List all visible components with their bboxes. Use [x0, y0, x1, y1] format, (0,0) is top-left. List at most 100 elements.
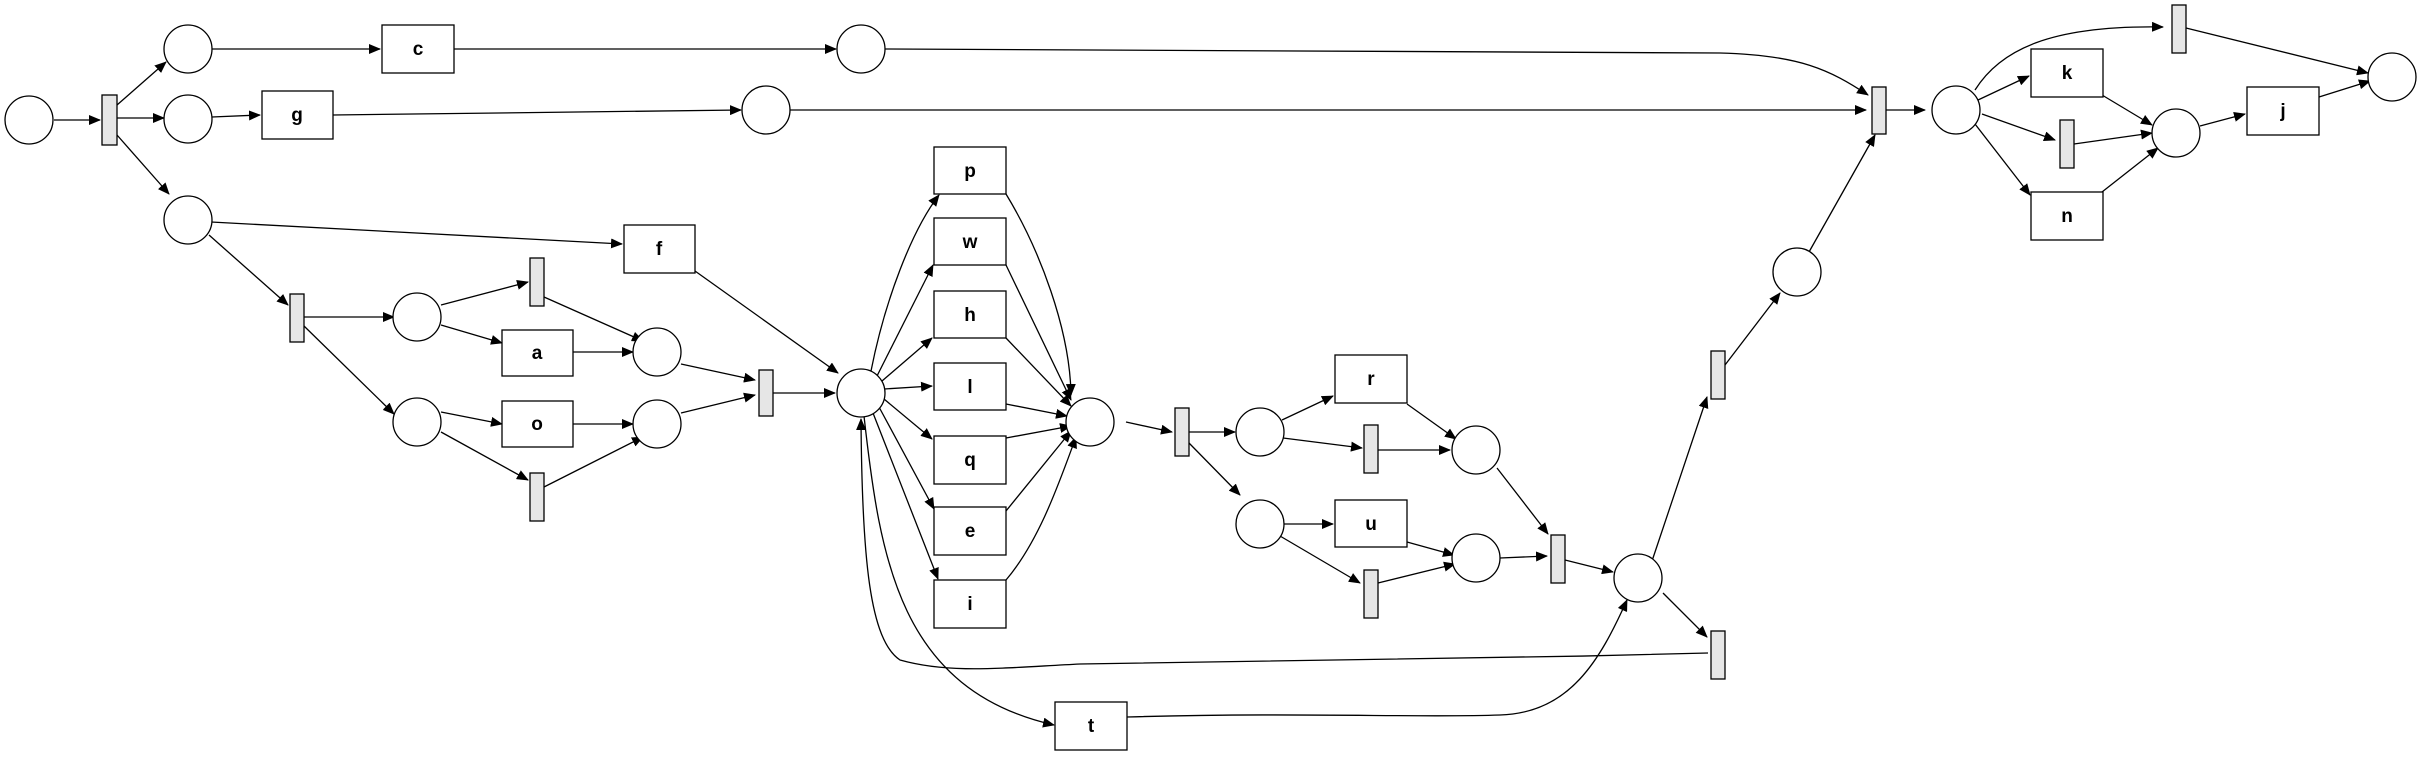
arc — [2101, 94, 2153, 126]
silent-transition — [1710, 630, 1726, 680]
arc — [1981, 113, 2056, 142]
arc — [210, 221, 623, 249]
arc — [440, 324, 503, 345]
silent-transition — [289, 293, 305, 343]
arc — [1005, 423, 1072, 439]
place — [4, 95, 54, 145]
silent-transition — [1550, 534, 1566, 584]
transition-c: c — [381, 24, 455, 74]
arc — [332, 105, 742, 116]
arc — [1188, 442, 1241, 496]
arc — [1564, 559, 1614, 575]
arc — [876, 264, 934, 377]
arc — [2073, 129, 2153, 145]
transition-p-label: p — [964, 161, 976, 182]
place — [163, 195, 213, 245]
transition-o-label: o — [531, 414, 543, 435]
arc — [543, 296, 644, 342]
transition-u: u — [1334, 499, 1408, 548]
arc — [1808, 134, 1876, 253]
arc — [883, 381, 933, 392]
transition-r-label: r — [1367, 369, 1375, 390]
arc — [863, 415, 1055, 728]
arc — [872, 412, 939, 580]
arc — [1005, 436, 1077, 581]
arc — [1496, 467, 1549, 535]
arc — [440, 411, 503, 427]
arc — [680, 363, 756, 383]
transition-q-label: q — [964, 450, 976, 471]
arc — [694, 270, 839, 374]
silent-transition — [2171, 4, 2187, 54]
arcs — [54, 21, 2371, 728]
arc — [884, 48, 1869, 96]
arc — [870, 194, 940, 372]
transition-q: q — [933, 435, 1007, 485]
transition-n-label: n — [2061, 206, 2073, 227]
silent-transition — [758, 369, 774, 417]
place — [632, 399, 682, 449]
transition-w: w — [933, 217, 1007, 266]
arc — [883, 398, 933, 440]
arc — [1005, 193, 1076, 396]
silent-transition — [1710, 350, 1726, 400]
transition-e-label: e — [965, 521, 976, 542]
transition-i: i — [933, 579, 1007, 629]
transition-a-label: a — [532, 343, 543, 364]
silent-transition — [1363, 569, 1379, 619]
arc — [2101, 147, 2159, 193]
arc — [1005, 403, 1068, 419]
silent-transition — [529, 257, 545, 307]
arc — [1005, 264, 1072, 401]
transition-j-label: j — [2279, 101, 2285, 122]
arc — [878, 406, 935, 510]
arc — [2199, 112, 2246, 127]
place — [1772, 247, 1822, 297]
arc — [303, 325, 395, 415]
transition-w-label: w — [962, 232, 978, 253]
place — [1931, 85, 1981, 135]
arc — [1499, 551, 1548, 562]
transition-j: j — [2246, 86, 2320, 136]
transition-k: k — [2030, 48, 2104, 98]
transition-f: f — [623, 224, 696, 274]
place — [836, 368, 886, 418]
transition-o: o — [501, 400, 574, 448]
place — [392, 292, 442, 342]
arc — [1406, 541, 1455, 557]
silent-transition — [1363, 424, 1379, 474]
place — [1065, 397, 1115, 447]
place — [632, 327, 682, 377]
transition-k-label: k — [2062, 63, 2073, 84]
place — [2151, 108, 2201, 158]
place — [1451, 425, 1501, 475]
place — [1613, 553, 1663, 603]
transition-h-label: h — [964, 305, 976, 326]
arc — [1279, 535, 1361, 584]
transition-p: p — [933, 146, 1007, 195]
arc — [1281, 395, 1334, 421]
arc — [543, 436, 644, 488]
arc — [680, 392, 756, 414]
place — [163, 94, 213, 144]
place — [2367, 52, 2417, 102]
arc — [1126, 599, 1628, 718]
transition-l-label: l — [967, 377, 972, 398]
transition-h: h — [933, 290, 1007, 339]
transition-g: g — [261, 90, 334, 140]
transition-t: t — [1054, 701, 1128, 751]
arc — [1977, 75, 2030, 101]
transition-a: a — [501, 329, 574, 377]
arc — [1005, 337, 1072, 407]
silent-transition — [1174, 407, 1190, 457]
arc — [116, 61, 167, 106]
silent-transition — [1871, 86, 1887, 135]
transition-f-label: f — [656, 239, 663, 260]
silent-transitions — [101, 4, 2187, 680]
arc — [208, 234, 289, 306]
transition-e: e — [933, 506, 1007, 556]
arc — [2185, 27, 2369, 76]
arc — [1005, 430, 1072, 512]
